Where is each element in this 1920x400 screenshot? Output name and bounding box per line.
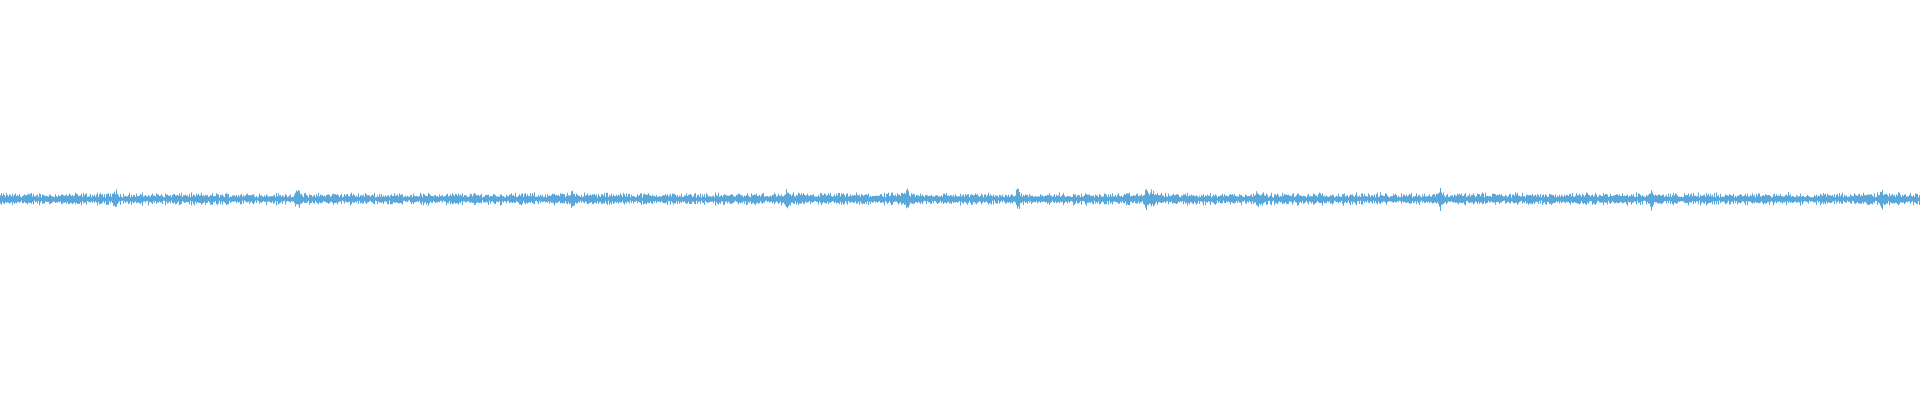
waveform-trace <box>0 187 1920 212</box>
waveform-samples <box>0 187 1920 212</box>
